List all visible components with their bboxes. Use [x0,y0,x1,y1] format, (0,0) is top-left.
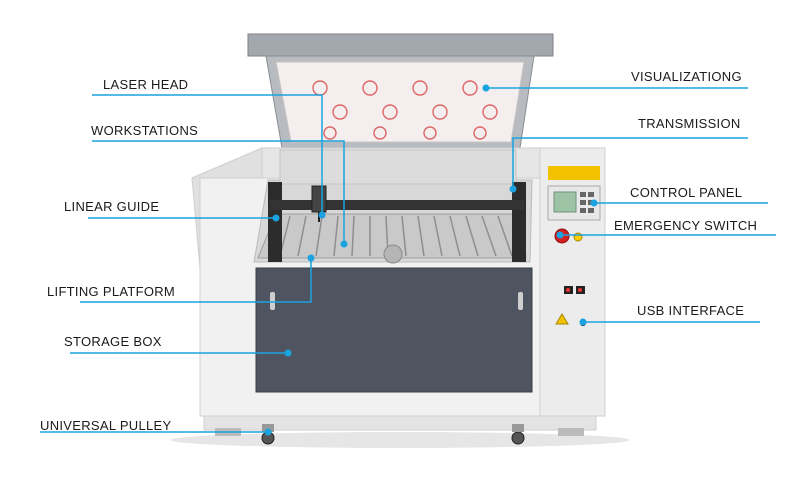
warning-sticker [548,166,600,180]
right-door-handle [518,292,523,310]
leader-lifting-platform [80,258,312,303]
label-control-panel: CONTROL PANEL [630,185,743,200]
left-linear-rail [268,182,282,262]
leader-laser-head [92,94,323,215]
label-storage-box: STORAGE BOX [64,334,162,349]
leader-dots [264,84,598,436]
leader-workstations [92,140,345,244]
exhaust-vent [383,244,403,264]
work-area [253,149,533,264]
left-door-handle [270,292,275,310]
leader-lines [40,87,776,433]
right-linear-rail [512,182,526,262]
label-laser-head: LASER HEAD [103,77,189,92]
gantry-beam [270,200,524,210]
label-visualization: VISUALIZATIONG [631,69,742,84]
label-linear-guide: LINEAR GUIDE [64,199,160,214]
label-emergency-switch: EMERGENCY SWITCH [614,218,758,233]
label-lifting-platform: LIFTING PLATFORM [47,284,176,299]
hazard-triangle [555,313,569,325]
label-usb-interface: USB INTERFACE [637,303,745,318]
label-workstations: WORKSTATIONS [91,123,199,138]
viewing-lid [247,33,554,149]
storage-door [255,267,533,393]
control-lcd [553,191,577,213]
label-transmission: TRANSMISSION [638,116,741,131]
key-switch [573,232,583,242]
leader-transmission [512,137,748,189]
laser-head [311,185,327,213]
label-universal-pulley: UNIVERSAL PULLEY [40,418,172,433]
